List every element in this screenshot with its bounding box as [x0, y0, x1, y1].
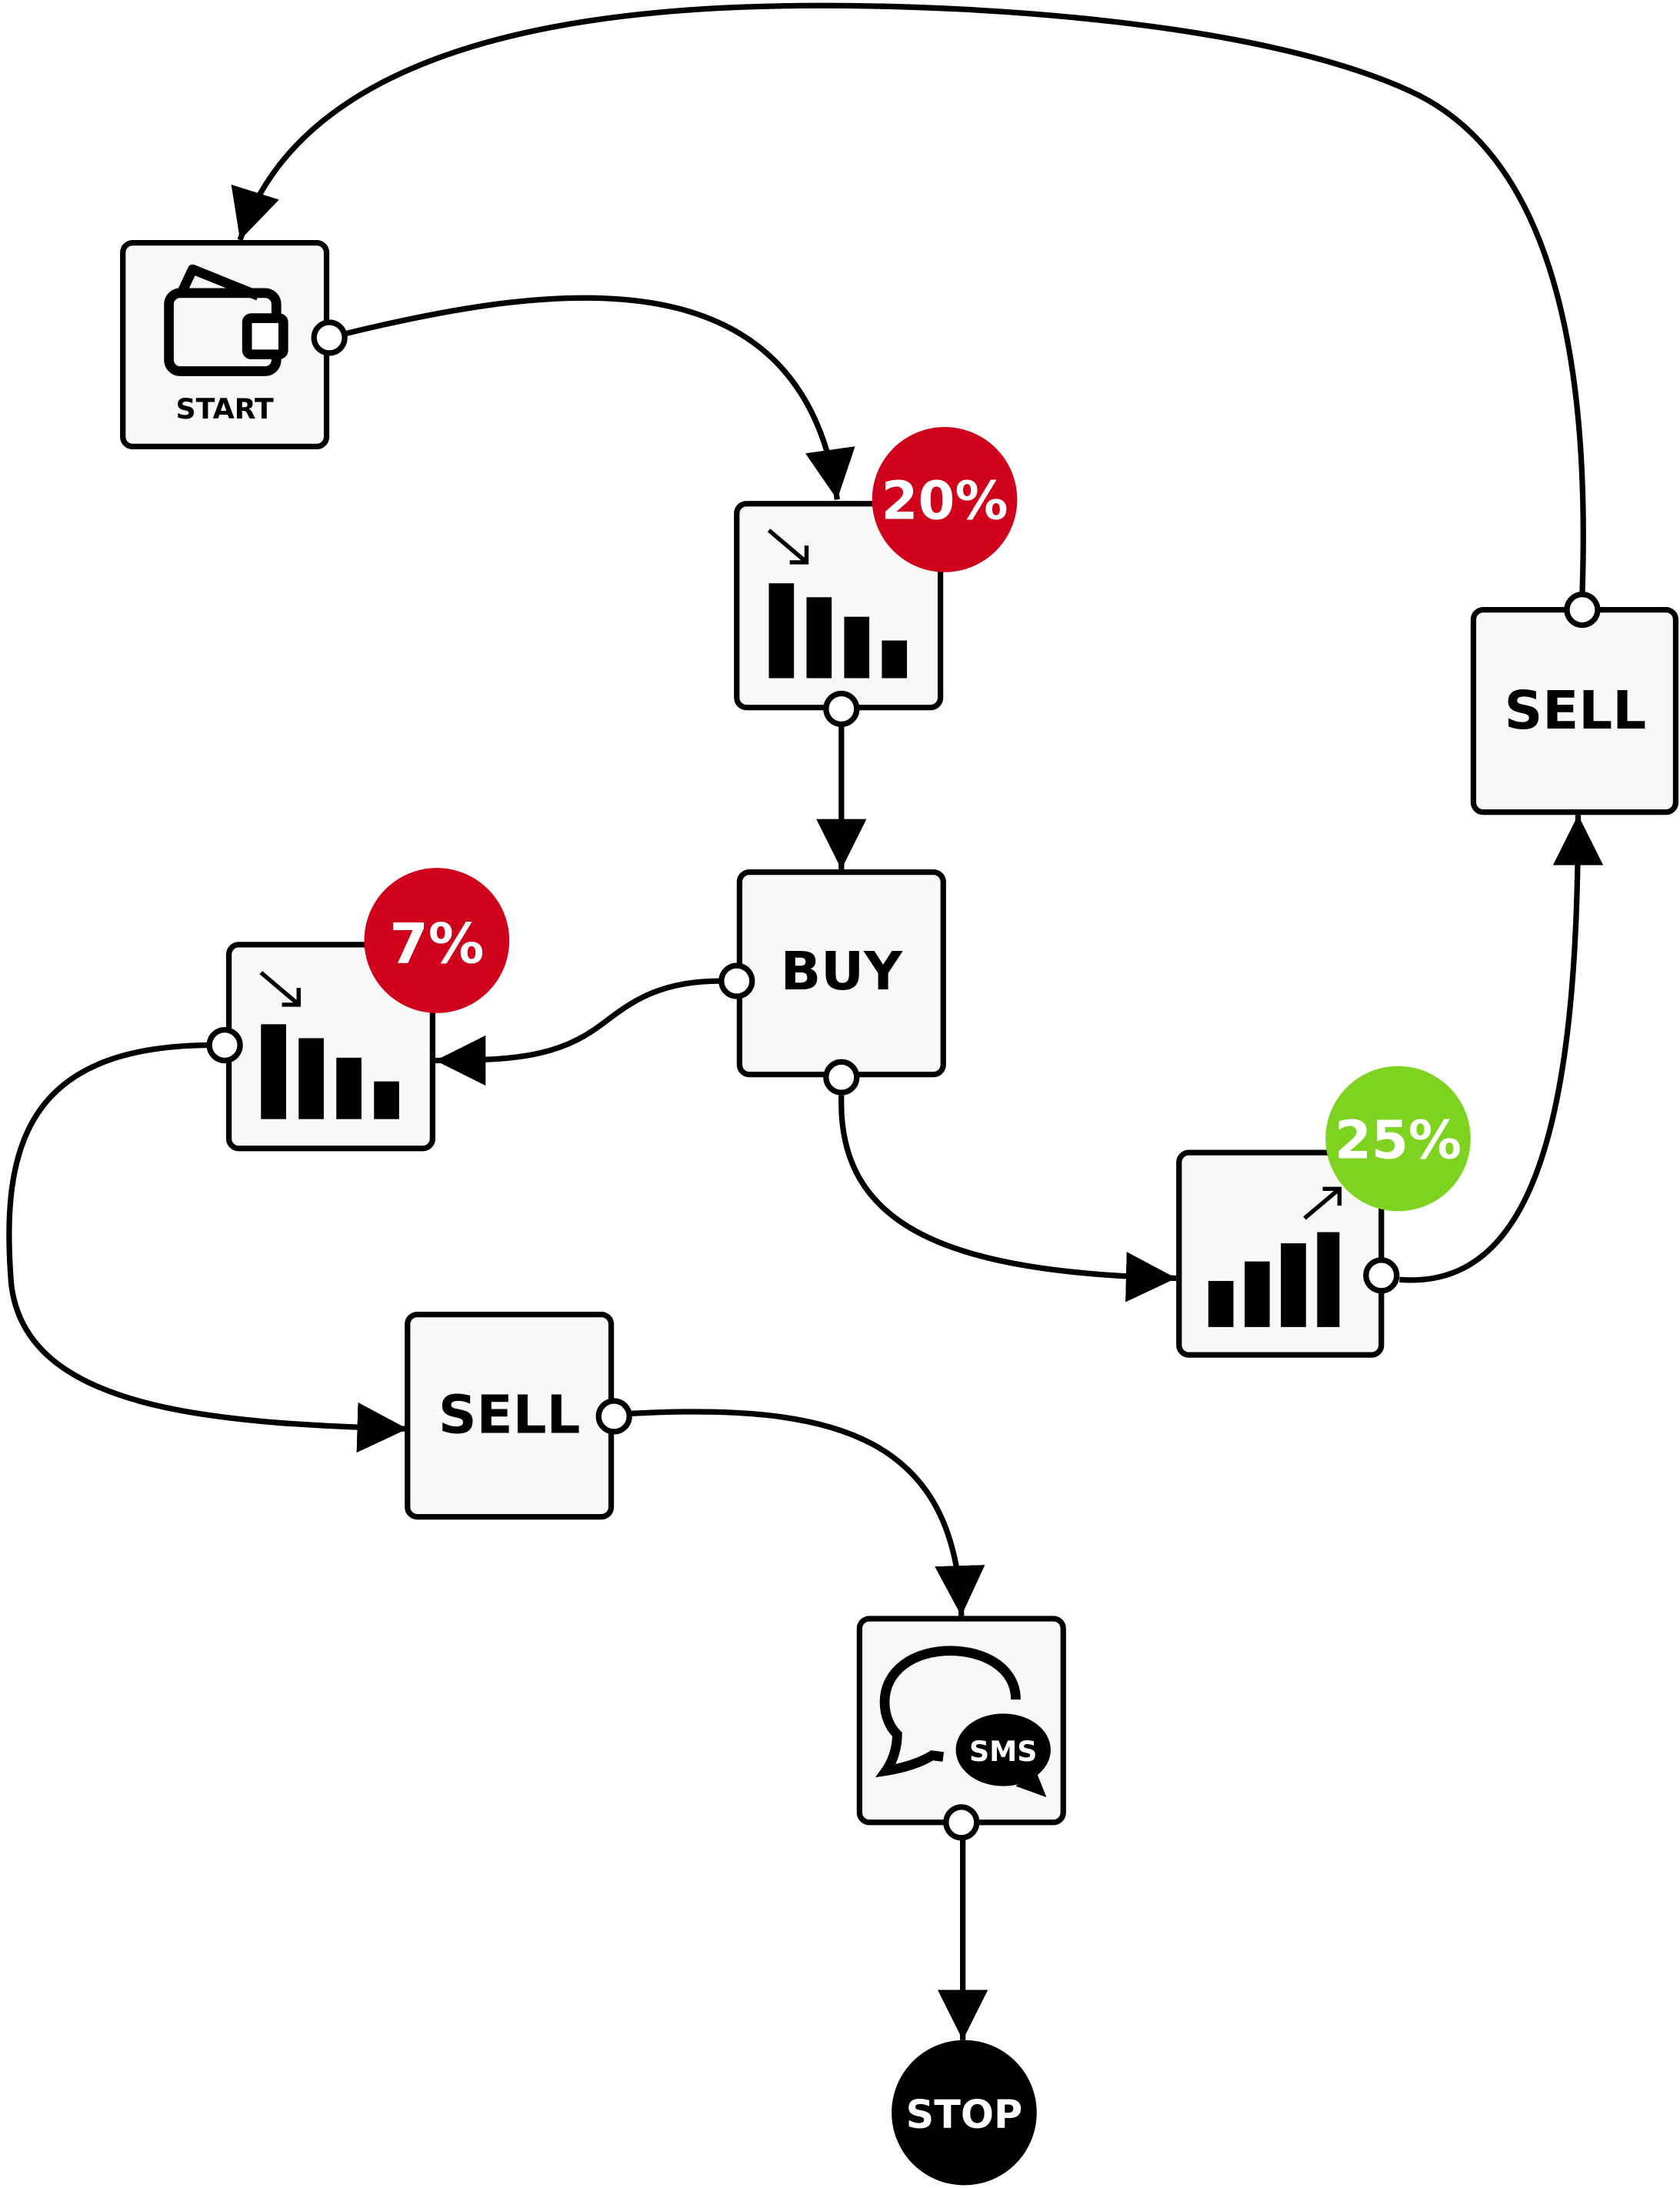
sms-chat-icon: SMS	[875, 1646, 1051, 1798]
edge-start-to-drop20	[345, 295, 855, 500]
sms-node[interactable]: SMS	[856, 1616, 1066, 1841]
drop7-node[interactable]: 7%	[206, 868, 510, 1152]
sell-right-label: SELL	[1505, 680, 1647, 742]
edge-sell-to-sms	[630, 1409, 985, 1616]
rise25-output-port[interactable]	[1363, 1257, 1400, 1294]
start-node[interactable]: START	[120, 239, 348, 450]
drop20-output-port[interactable]	[823, 690, 860, 727]
sms-output-port[interactable]	[943, 1804, 980, 1841]
chart-down-icon	[259, 971, 399, 1119]
start-output-port[interactable]	[311, 319, 348, 356]
sms-label: SMS	[969, 1735, 1037, 1768]
edge-buy-to-drop7	[435, 978, 721, 1086]
buy-left-port[interactable]	[718, 962, 755, 999]
edge-sell-to-start	[231, 2, 1586, 593]
stop-node[interactable]: STOP	[892, 2040, 1037, 2186]
rise25-badge: 25%	[1335, 1109, 1462, 1171]
badge-circle	[1325, 1066, 1471, 1212]
sell-left-node[interactable]: SELL	[405, 1311, 632, 1520]
sell-left-label: SELL	[438, 1385, 581, 1446]
buy-label: BUY	[781, 941, 903, 1002]
sell-right-node[interactable]: SELL	[1470, 592, 1679, 815]
edge-rise25-to-sell	[1399, 815, 1604, 1283]
drop7-badge: 7%	[389, 912, 484, 977]
wallet-icon	[164, 264, 288, 376]
drop20-badge: 20%	[882, 471, 1008, 532]
chart-up-icon	[1208, 1186, 1342, 1327]
start-label: START	[176, 392, 274, 425]
buy-bottom-port[interactable]	[823, 1059, 860, 1096]
drop20-node[interactable]: 20%	[734, 427, 1018, 727]
stop-label: STOP	[906, 2092, 1023, 2137]
edge-buy-to-rise25	[838, 1095, 1177, 1302]
rise25-node[interactable]: 25%	[1176, 1066, 1471, 1358]
drop7-output-port[interactable]	[206, 1026, 243, 1064]
buy-node[interactable]: BUY	[718, 869, 946, 1096]
sell-left-output-port[interactable]	[595, 1398, 632, 1435]
badge-circle	[364, 868, 510, 1013]
edge-drop7-to-sell	[6, 1042, 408, 1453]
chart-down-icon	[767, 529, 908, 679]
sell-right-output-port[interactable]	[1564, 592, 1601, 629]
badge-circle	[872, 427, 1018, 572]
